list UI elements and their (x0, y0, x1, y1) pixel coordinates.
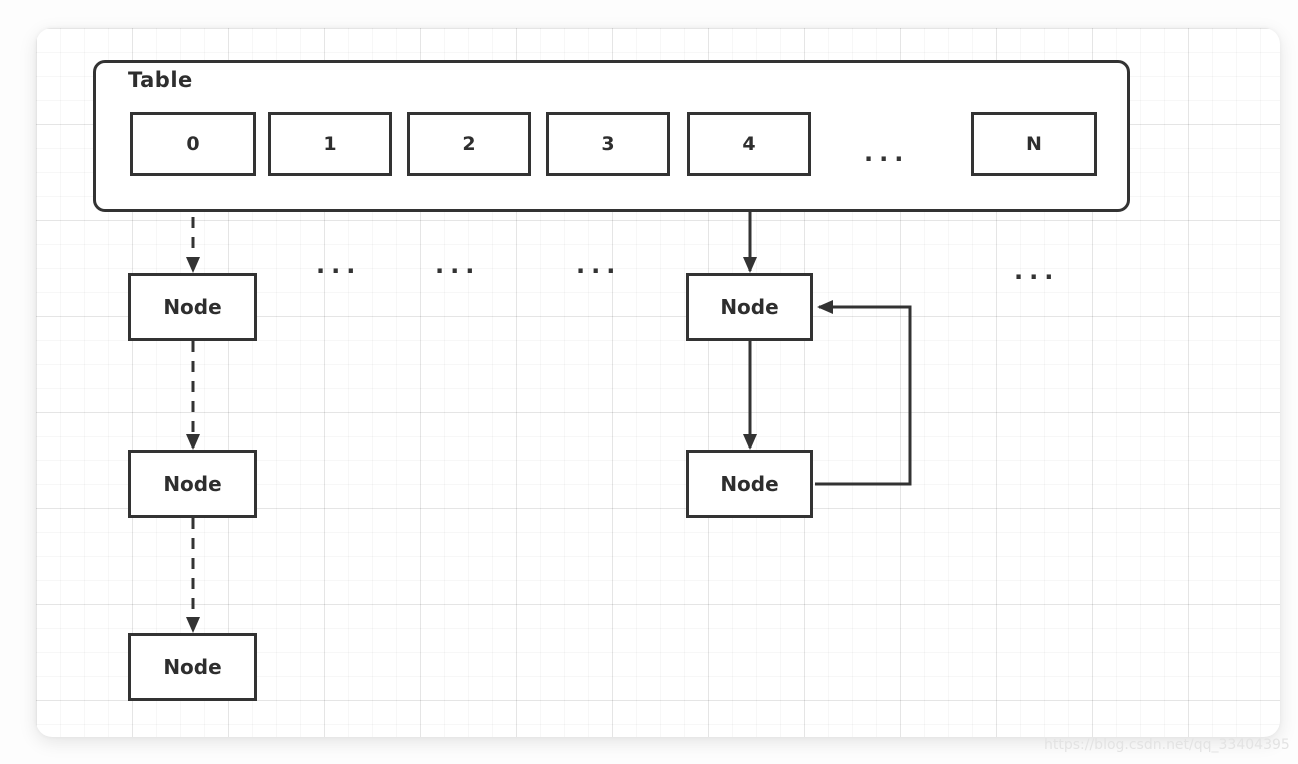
bucket0-node-3: Node (128, 633, 257, 701)
table-label: Table (128, 68, 193, 92)
table-cell-1: 1 (268, 112, 392, 176)
diagram-canvas: Table 0 1 2 3 4 N ... ... ... ... ... No… (36, 28, 1280, 737)
ellipsis-bucket-1: ... (316, 251, 362, 279)
table-gap-ellipsis: ... (864, 139, 910, 167)
bucket0-node-2: Node (128, 450, 257, 518)
table-cell-2: 2 (407, 112, 531, 176)
ellipsis-bucket-3: ... (576, 251, 622, 279)
bucket4-node-1: Node (686, 273, 813, 341)
table-cell-3: 3 (546, 112, 670, 176)
table-cell-0: 0 (130, 112, 256, 176)
ellipsis-right: ... (1014, 257, 1060, 285)
loop-arrow-node2-to-node1 (815, 300, 912, 486)
ellipsis-bucket-2: ... (435, 251, 481, 279)
watermark: https://blog.csdn.net/qq_33404395 (1044, 737, 1290, 753)
bucket0-node-1: Node (128, 273, 257, 341)
bucket4-node-2: Node (686, 450, 813, 518)
table-cell-4: 4 (687, 112, 811, 176)
table-cell-n: N (971, 112, 1097, 176)
